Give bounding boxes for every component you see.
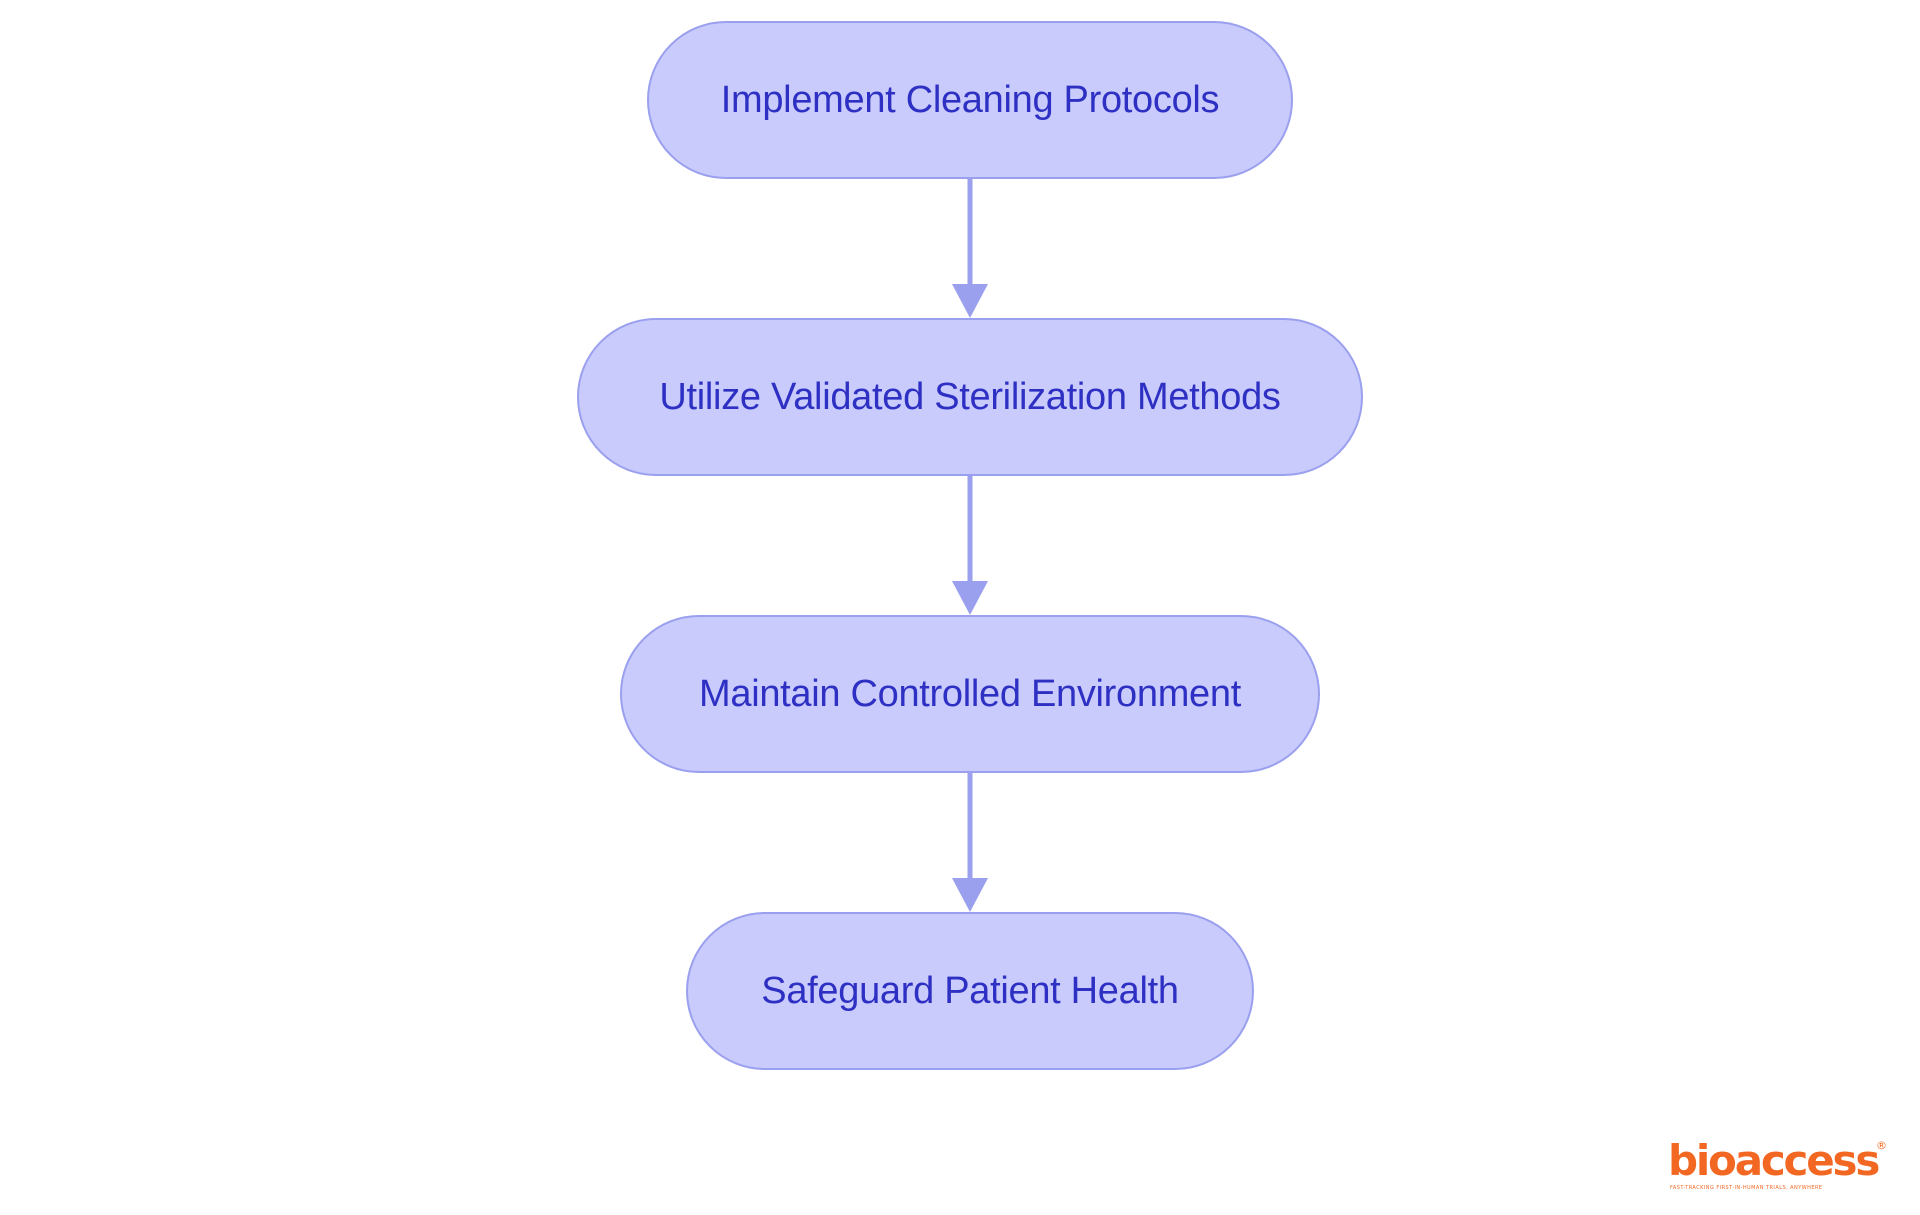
step-label: Maintain Controlled Environment (699, 672, 1241, 715)
step-safeguard-patient-health: Safeguard Patient Health (686, 912, 1254, 1070)
logo-tagline: FAST-TRACKING FIRST-IN-HUMAN TRIALS, ANY… (1670, 1185, 1823, 1191)
bioaccess-logo: bioaccess ® FAST-TRACKING FIRST-IN-HUMAN… (1668, 1140, 1888, 1192)
arrow-head-3 (952, 878, 988, 912)
step-label: Safeguard Patient Health (761, 969, 1179, 1012)
arrow-head-1 (952, 284, 988, 318)
logo-wordmark: bioaccess (1668, 1136, 1880, 1185)
step-label: Utilize Validated Sterilization Methods (659, 375, 1281, 418)
registered-mark: ® (1876, 1139, 1887, 1152)
step-utilize-validated-sterilization-methods: Utilize Validated Sterilization Methods (577, 318, 1363, 476)
step-implement-cleaning-protocols: Implement Cleaning Protocols (647, 21, 1293, 179)
arrow-head-2 (952, 581, 988, 615)
step-maintain-controlled-environment: Maintain Controlled Environment (620, 615, 1320, 773)
step-label: Implement Cleaning Protocols (720, 78, 1220, 121)
